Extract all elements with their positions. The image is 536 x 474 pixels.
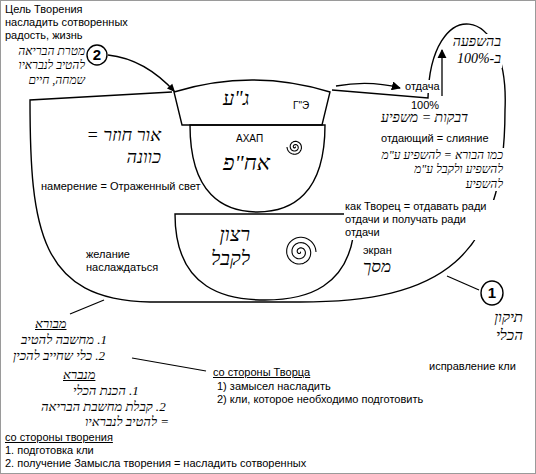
circle-outline: [87, 45, 107, 65]
annotation: 1. подготовка кли: [4, 444, 95, 457]
node-text: Г"Э: [292, 100, 310, 112]
node-text: АХАП: [235, 133, 264, 145]
spiral: [287, 237, 316, 264]
callout-circle: 1: [480, 280, 504, 306]
node-text: 1: [480, 280, 504, 306]
annotation: исправление кли: [428, 360, 517, 373]
hebrew-annotation: 1. מחשבה להטיב: [20, 332, 108, 348]
giving-arrow: [336, 83, 400, 88]
annotation: 1) замысел насладить: [216, 380, 332, 393]
connector-line: [108, 55, 175, 92]
leader-line: [132, 358, 206, 371]
leader-line: [70, 300, 104, 314]
desire-bowl: רצון לקבל: [175, 214, 355, 300]
hebrew-annotation: דבקות = משפיע: [380, 110, 469, 127]
lower-part: АХАП אח"פ: [190, 125, 325, 212]
node-text: רצון לקבל: [197, 222, 251, 270]
hebrew-annotation: כמו הבורא = להשפיע ע"מ להשפיע ולקבל ע"מ …: [378, 148, 504, 191]
hebrew-annotation: בהשפעה ב-100%: [452, 34, 502, 68]
outline-path: [175, 214, 355, 300]
outline-path: [174, 80, 330, 125]
node-text: 2: [86, 44, 108, 66]
leader-line: [447, 276, 479, 290]
outline-path: [190, 125, 325, 212]
arrow-head: [167, 84, 175, 92]
hebrew-annotation: 2. כלי שחייב להכין: [12, 348, 106, 364]
node-text: ג"ע: [222, 86, 250, 110]
circle-outline: [481, 281, 503, 305]
section-heading: מנברא: [62, 367, 96, 383]
hundred-percent-arrow: [441, 50, 442, 96]
hebrew-annotation: מטרת הבריאה להטיב לנבראיו שמחה, חיים: [4, 44, 86, 87]
connector: [108, 55, 175, 92]
node-text: желание наслаждаться: [85, 248, 165, 274]
hebrew-annotation: = להטיב לנבראיו: [84, 414, 170, 430]
annotation: 2) кли, которое необходимо подготовить: [216, 393, 424, 406]
section-heading: מבורא: [34, 316, 67, 332]
section-heading: со стороны Творца: [212, 366, 311, 379]
annotation: как Творец = отдавать ради отдачи и полу…: [344, 200, 498, 240]
spiral: [287, 141, 301, 154]
node-text: אור חוזר = כוונה: [55, 125, 162, 168]
section-heading: со стороны творения: [4, 431, 114, 444]
outline-path: [30, 24, 505, 302]
upper-part: ג"ע Г"Э: [172, 78, 332, 125]
hebrew-annotation: מסך: [362, 257, 392, 277]
annotation: отдача: [404, 80, 441, 93]
callout-circle: 2: [86, 44, 108, 66]
hebrew-annotation: תיקון הכלי: [478, 308, 524, 344]
node-text: намерение = Отраженный свет: [40, 180, 202, 193]
hebrew-annotation: 2. קבלת מחשבת הבריאה: [40, 399, 167, 415]
annotation: отдающий = слияние: [380, 132, 490, 145]
annotation: Цель Творения насладить сотворенных радо…: [4, 3, 134, 43]
node-text: אח"פ: [222, 150, 271, 176]
hebrew-annotation: 1. הכנת הכלי: [72, 383, 140, 399]
annotation: экран: [362, 244, 393, 257]
annotation: 2. получение Замысла творения = насладит…: [4, 457, 307, 470]
